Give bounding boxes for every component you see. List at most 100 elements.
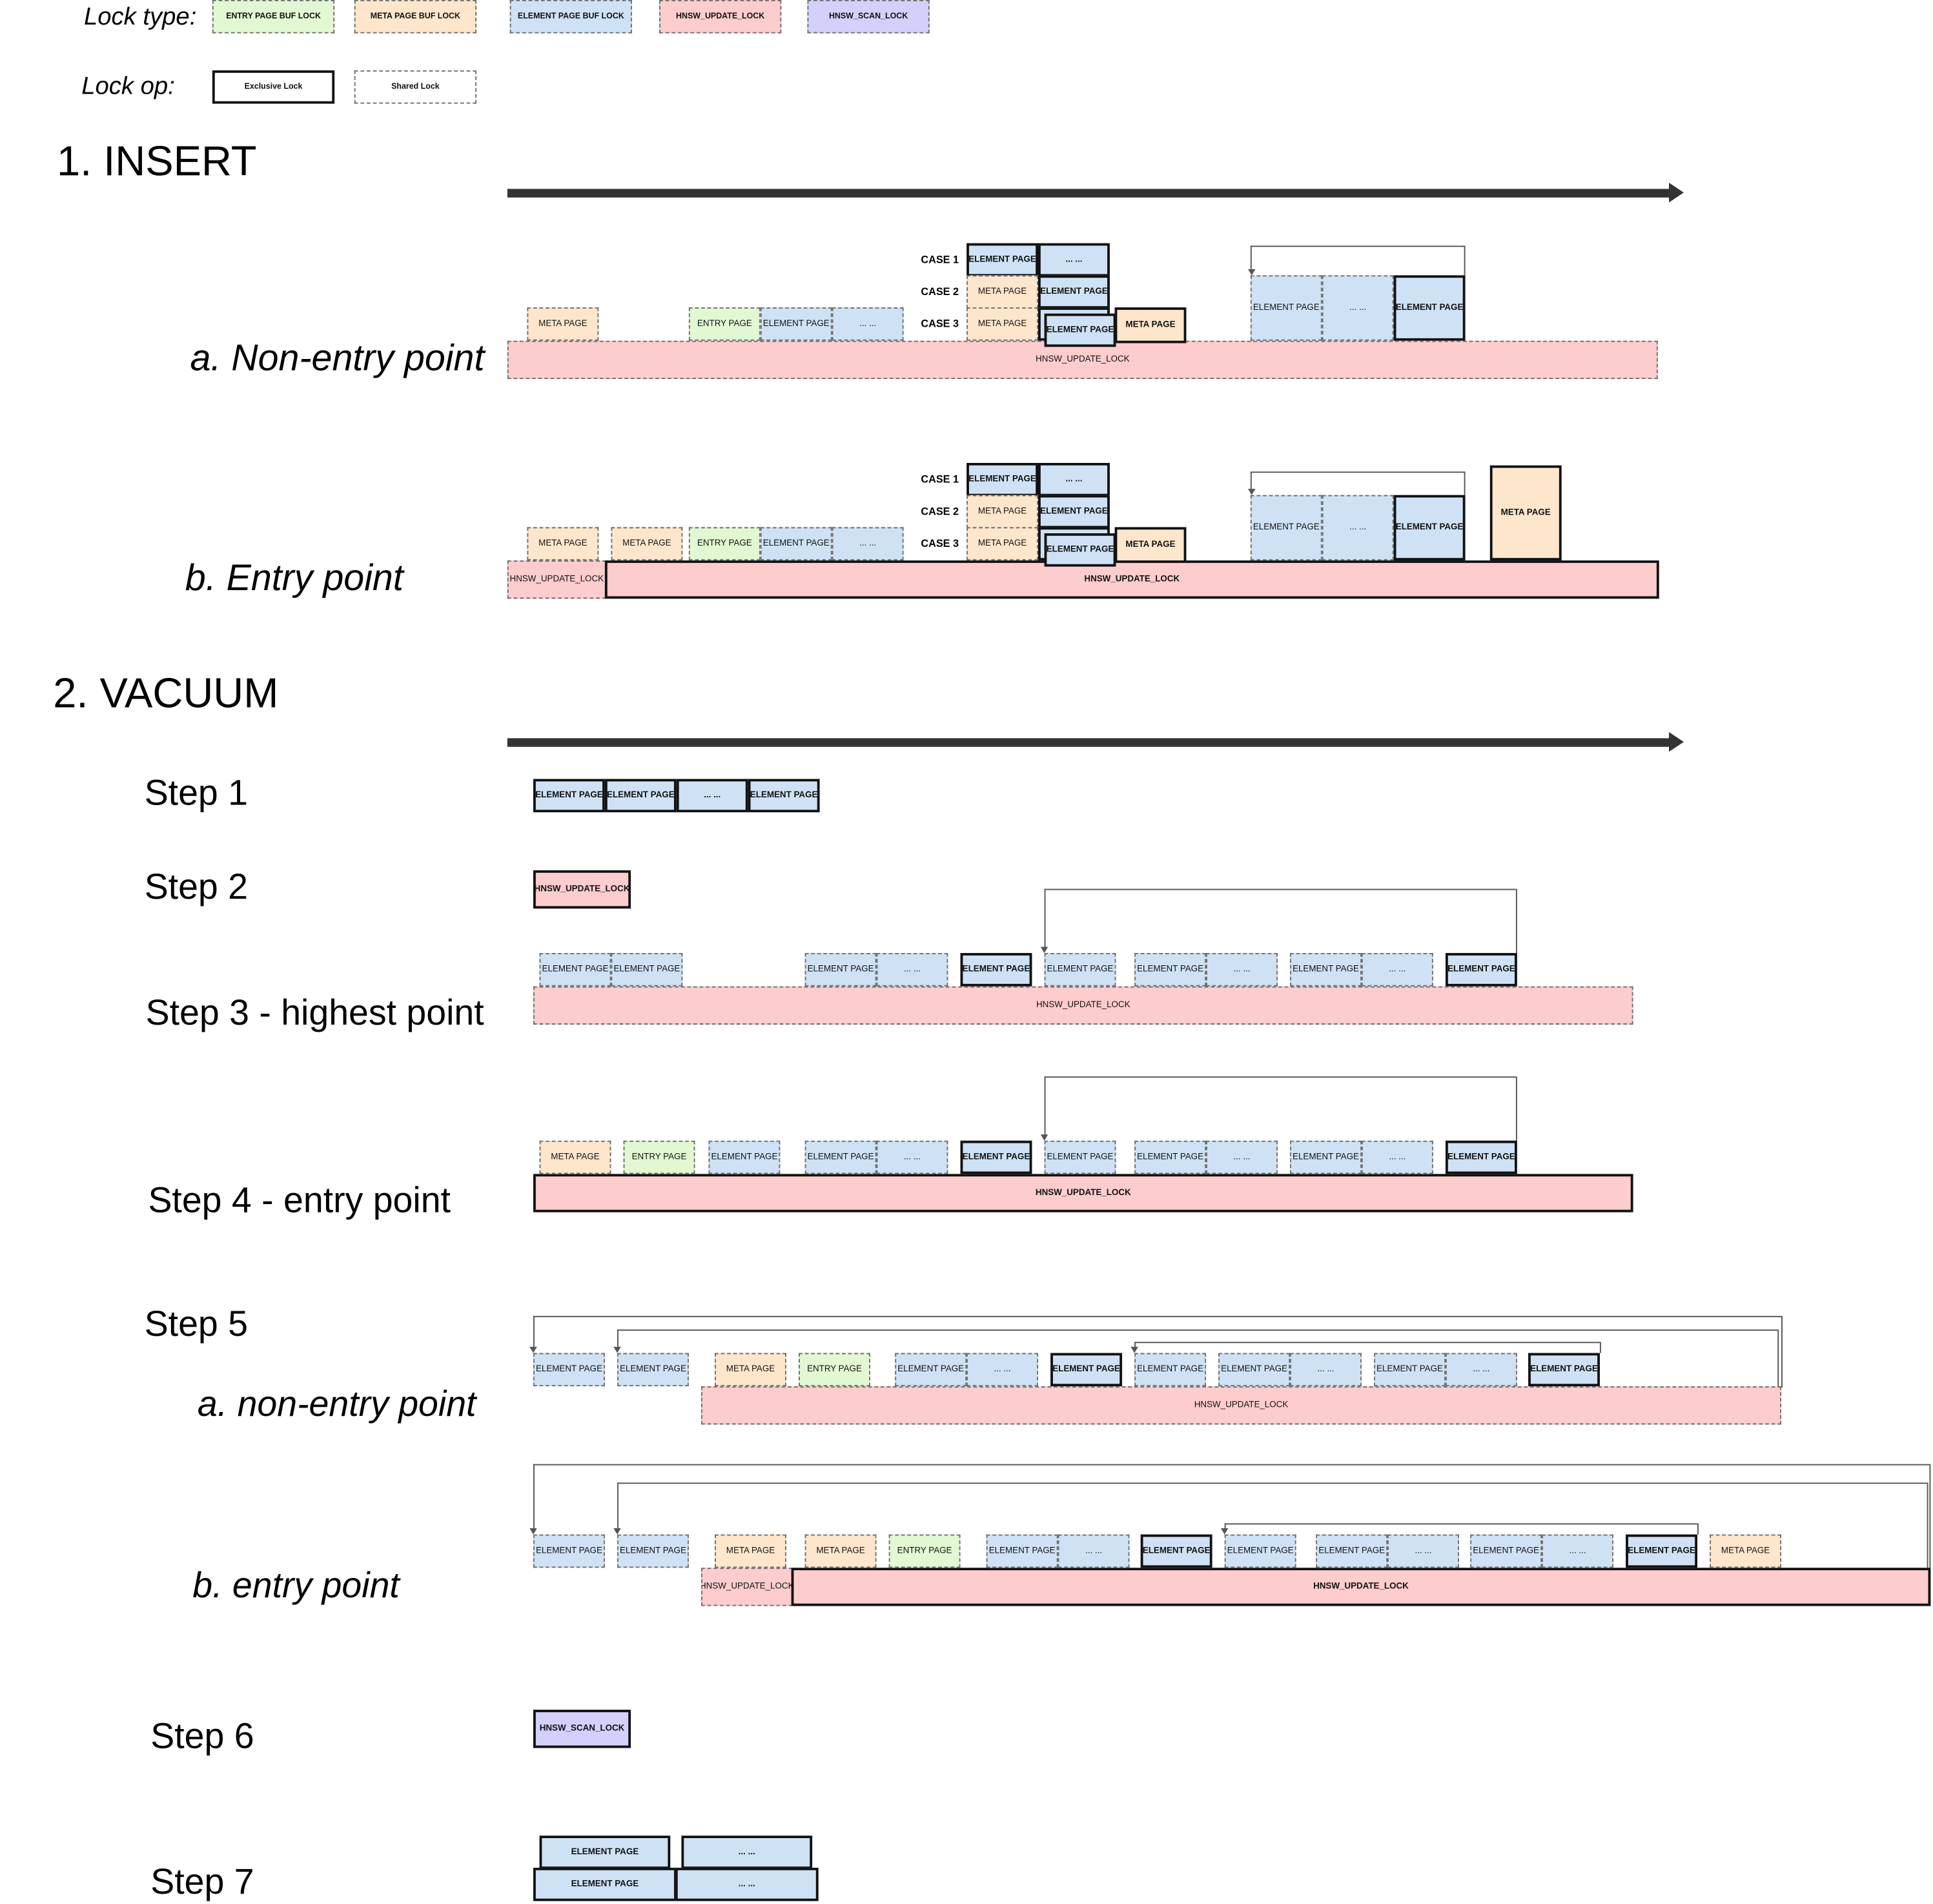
meta-page-box: META PAGE — [611, 527, 683, 561]
case-label: CASE 3 — [921, 317, 959, 330]
element-page-box: ELEMENT PAGE — [748, 779, 820, 813]
element-page-box: ELEMENT PAGE — [1044, 1140, 1116, 1174]
meta-page-box: META PAGE — [527, 527, 599, 561]
meta-page-box: META PAGE — [966, 275, 1038, 309]
element-page-box: ELEMENT PAGE — [1290, 953, 1362, 987]
element-page-box: ELEMENT PAGE — [617, 1353, 689, 1387]
meta-page-box: META PAGE — [1710, 1534, 1782, 1568]
step-label: Step 1 — [144, 773, 249, 814]
ellipsis-box: ... ... — [681, 1836, 813, 1869]
step-label: Step 7 — [150, 1863, 254, 1903]
case-label: CASE 1 — [921, 252, 959, 266]
element-page-box: ELEMENT PAGE — [986, 1534, 1058, 1568]
connector-arrowhead — [1040, 947, 1048, 954]
connector-line — [1515, 1076, 1517, 1141]
connector-line — [1250, 471, 1252, 489]
connector-line — [1929, 1464, 1931, 1568]
connector-line — [1777, 1329, 1779, 1388]
entry-page-box: ENTRY PAGE — [888, 1534, 961, 1568]
connector-line — [1044, 1076, 1516, 1078]
connector-line — [617, 1482, 1927, 1484]
element-page-box: ELEMENT PAGE — [1140, 1534, 1212, 1568]
ellipsis-box: ... ... — [832, 527, 904, 561]
element-page-box: ELEMENT PAGE — [1250, 275, 1322, 341]
ellipsis-box: ... ... — [1058, 1534, 1130, 1568]
legend-meta-page-buf-lock: META PAGE BUF LOCK — [354, 0, 477, 34]
ellipsis-box: ... ... — [1206, 1140, 1278, 1174]
update-lock-bar: HNSW_UPDATE_LOCK — [701, 1568, 793, 1606]
element-page-box: ELEMENT PAGE — [533, 1534, 605, 1568]
step-label: Step 2 — [144, 868, 249, 908]
element-page-box: ELEMENT PAGE — [1445, 953, 1517, 987]
element-page-box: ELEMENT PAGE — [1528, 1353, 1600, 1387]
element-page-box: ELEMENT PAGE — [1038, 495, 1110, 529]
meta-page-box: META PAGE — [715, 1353, 786, 1387]
case-label: CASE 2 — [921, 505, 959, 518]
element-page-box: ELEMENT PAGE — [1218, 1353, 1291, 1387]
case-label: CASE 3 — [921, 537, 959, 549]
element-page-box: ELEMENT PAGE — [804, 953, 877, 987]
connector-line — [533, 1464, 1930, 1466]
update-lock-bar: HNSW_UPDATE_LOCK — [604, 560, 1659, 599]
connector-arrowhead — [1248, 489, 1256, 495]
connector-line — [1250, 471, 1466, 473]
element-page-box: ELEMENT PAGE — [1224, 1534, 1296, 1568]
legend-exclusive-lock: Exclusive Lock — [212, 70, 335, 104]
connector-arrowhead — [529, 1346, 537, 1353]
element-page-box: ELEMENT PAGE — [604, 779, 677, 813]
ellipsis-box: ... ... — [1038, 463, 1110, 496]
ellipsis-box: ... ... — [832, 307, 904, 341]
update-lock-box: HNSW_UPDATE_LOCK — [533, 870, 631, 909]
ellipsis-box: ... ... — [1542, 1534, 1613, 1568]
element-page-box: ELEMENT PAGE — [1374, 1353, 1446, 1387]
legend-hnsw-update-lock: HNSW_UPDATE_LOCK — [659, 0, 782, 34]
step-label: Step 4 - entry point — [148, 1181, 451, 1221]
element-page-box: ELEMENT PAGE — [966, 463, 1038, 496]
element-page-box: ELEMENT PAGE — [1134, 953, 1207, 987]
connector-line — [1044, 888, 1046, 947]
vacuum-timeline-arrow — [507, 732, 1684, 752]
connector-line — [533, 1316, 535, 1347]
step5-entry-label: b. entry point — [192, 1566, 400, 1606]
element-page-box: ELEMENT PAGE — [617, 1534, 689, 1568]
connector-line — [1697, 1523, 1699, 1535]
meta-page-box: META PAGE — [966, 307, 1038, 341]
step5-non-entry-label: a. non-entry point — [197, 1385, 476, 1425]
ellipsis-box: ... ... — [1361, 1140, 1433, 1174]
ellipsis-box: ... ... — [966, 1353, 1038, 1387]
element-page-box: ELEMENT PAGE — [1044, 953, 1116, 987]
meta-page-box: META PAGE — [539, 1140, 611, 1174]
element-page-box: ELEMENT PAGE — [1038, 275, 1110, 309]
ellipsis-box: ... ... — [1387, 1534, 1459, 1568]
connector-line — [533, 1464, 535, 1529]
insert-entry-label: b. Entry point — [185, 558, 404, 599]
element-page-box: ELEMENT PAGE — [1050, 1353, 1123, 1387]
meta-page-box: META PAGE — [804, 1534, 877, 1568]
connector-line — [1134, 1342, 1136, 1347]
vacuum-section-title: 2. VACUUM — [53, 670, 279, 717]
ellipsis-box: ... ... — [1322, 275, 1394, 341]
connector-line — [1464, 471, 1466, 495]
lock-type-legend-label: Lock type: — [84, 3, 197, 31]
ellipsis-box: ... ... — [1038, 243, 1110, 277]
ellipsis-box: ... ... — [675, 1867, 819, 1901]
element-page-box: ELEMENT PAGE — [760, 307, 832, 341]
element-page-box: ELEMENT PAGE — [960, 1140, 1032, 1174]
entry-page-box: ENTRY PAGE — [688, 307, 761, 341]
meta-page-box: META PAGE — [1114, 307, 1187, 343]
legend-shared-lock: Shared Lock — [354, 70, 477, 104]
connector-arrowhead — [1130, 1346, 1138, 1353]
update-lock-bar: HNSW_UPDATE_LOCK — [507, 560, 606, 599]
insert-timeline-arrow — [507, 182, 1684, 203]
element-page-box: ELEMENT PAGE — [1393, 495, 1466, 561]
connector-line — [1224, 1523, 1226, 1529]
element-page-box: ELEMENT PAGE — [611, 953, 683, 987]
connector-line — [1250, 245, 1252, 269]
connector-arrowhead — [1220, 1528, 1229, 1535]
step-label: Step 3 - highest point — [145, 994, 484, 1034]
element-page-box: ELEMENT PAGE — [708, 1140, 781, 1174]
connector-line — [1224, 1523, 1697, 1525]
connector-line — [1464, 245, 1466, 276]
entry-page-box: ENTRY PAGE — [688, 527, 761, 561]
